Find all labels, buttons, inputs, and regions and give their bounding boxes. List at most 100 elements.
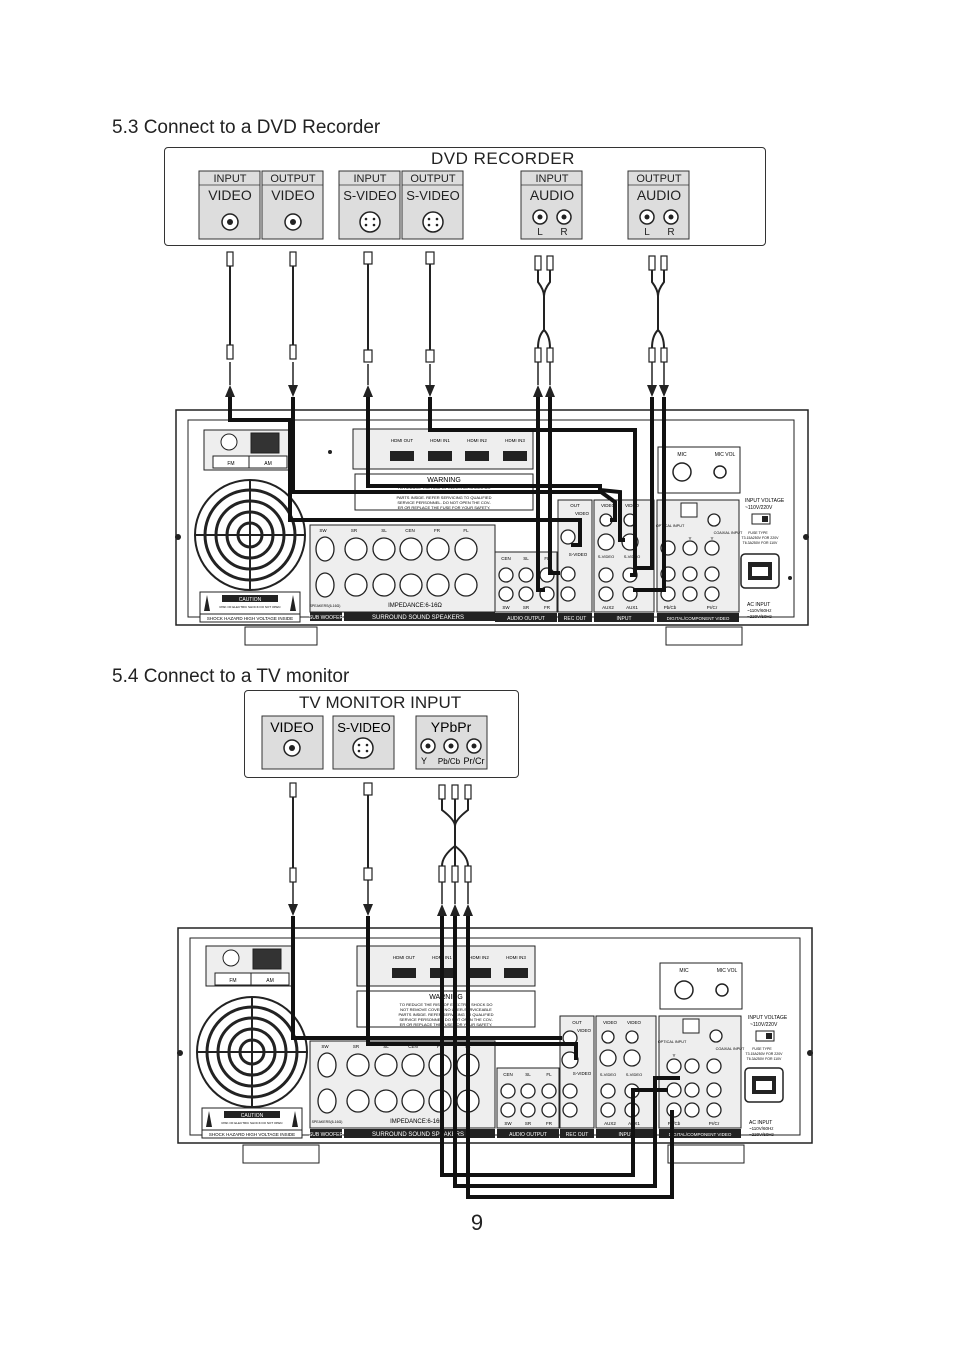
rec-out-out-1: OUT [570, 503, 580, 508]
input-video-b-1: VIDEO [625, 503, 640, 508]
shock-label-1: SHOCK HAZARD HIGH VOLTAGE INSIDE [207, 616, 293, 621]
ao-sr-2: SR [525, 1121, 532, 1126]
fm-label-1: FM [227, 461, 234, 467]
input-video-a-2: VIDEO [603, 1020, 618, 1025]
speakers-impedance-2: SPEAKERS(6-16Ω) [312, 1120, 343, 1124]
dvd-jack-main-3: S-VIDEO [343, 188, 396, 203]
dvd-out-l: L [644, 227, 650, 238]
caution-sub-1: RISK OF ELECTRIC SHOCK DO NOT OPEN [220, 605, 281, 609]
ac-input-label-1: AC INPUT [747, 602, 770, 608]
optical-label-2: OPTICAL INPUT [658, 1040, 687, 1044]
fuse-line-1b: T3.15A250V FOR 220V [742, 536, 780, 540]
ac-220-label-1: ~220V/50Hz [747, 614, 773, 619]
ac-110-label-1: ~110V/60Hz [747, 608, 772, 613]
speaker-sl-2: SL [383, 1044, 389, 1049]
dvd-in-r: R [560, 227, 567, 238]
coaxial-label-1: COAXIAL INPUT [714, 531, 743, 535]
caution-sub-2: RISK OF ELECTRIC SHOCK DO NOT OPEN [222, 1121, 283, 1125]
warning-line-2a: TO REDUCE THE RISK OF ELECTRIC SHOCK DO [400, 1002, 493, 1007]
ao-sl-1: SL [523, 556, 529, 561]
rec-out-video-1: VIDEO [575, 511, 590, 516]
impedance-label-2: IMPEDANCE:6-16Ω [390, 1119, 444, 1125]
ac-input-label-2: AC INPUT [749, 1120, 772, 1126]
tv-y-label: Y [421, 756, 427, 766]
dvd-jack-main-5: AUDIO [530, 187, 574, 203]
caution-label-1: CAUTION [239, 597, 262, 603]
rec-out-label-1: REC OUT [564, 616, 587, 622]
input-video-a-1: VIDEO [601, 503, 616, 508]
rec-out-svideo-2: S-VIDEO [573, 1071, 592, 1076]
input-svideo-b-2: S-VIDEO [626, 1072, 642, 1077]
hdmi-in3-2: HDMI IN3 [506, 955, 526, 960]
dvd-jack-main-2: VIDEO [271, 187, 315, 203]
ao-sw-2: SW [504, 1121, 512, 1126]
hdmi-in2-1: HDMI IN2 [467, 438, 487, 443]
ao-fr-2: FR [546, 1121, 553, 1126]
dvd-recorder-title: DVD RECORDER [431, 149, 575, 168]
ao-sw-1: SW [502, 605, 510, 610]
dvd-out-r: R [667, 227, 674, 238]
speaker-cen-2: CEN [408, 1044, 418, 1049]
voltage-label-1: ~110V/220V [745, 505, 773, 511]
tv-pr-label: Pr/Cr [464, 756, 485, 766]
comp-y-1: Y [688, 536, 691, 541]
sub-woofer-label-1: SUB WOOFER [309, 615, 344, 621]
dvd-in-l: L [537, 227, 543, 238]
tv-connection-diagram: FM AM CAUTION RISK OF ELECTRIC SHOCK DO … [177, 782, 813, 1199]
hdmi-in1-1: HDMI IN1 [430, 438, 450, 443]
ao-sr-1: SR [523, 605, 530, 610]
speaker-fr-1: FR [434, 528, 441, 533]
mic-label-1: MIC [677, 452, 687, 458]
fuse-line-2c: T6.3A250V FOR 110V [747, 1057, 782, 1061]
dvd-connection-diagram: FM AM CAUTION RISK OF ELECTRIC SHOCK DO … [175, 251, 809, 646]
dvd-jack-top-3: INPUT [354, 173, 387, 185]
surround-label-1: SURROUND SOUND SPEAKERS [372, 615, 464, 621]
optical-label-1: OPTICAL INPUT [656, 524, 685, 528]
page-number: 9 [470, 1210, 484, 1235]
warning-line-1d: SERVICE PERSONNEL. DO NOT OPEN THE COV- [397, 500, 491, 505]
ac-110-label-2: ~110V/60Hz [749, 1126, 774, 1131]
speaker-sl-1: SL [381, 528, 387, 533]
caution-label-2: CAUTION [241, 1113, 264, 1119]
speaker-sw-2: SW [321, 1044, 329, 1049]
input-aux1-1: AUX1 [626, 605, 638, 610]
dvd-recorder-jacks: INPUT OUTPUT INPUT OUTPUT INPUT OUTPUT V… [198, 170, 690, 240]
hdmi-out-1: HDMI OUT [391, 438, 413, 443]
input-aux2-1: AUX2 [602, 605, 614, 610]
input-voltage-label-2: INPUT VOLTAGE [748, 1015, 788, 1021]
tv-svideo-label: S-VIDEO [337, 720, 390, 735]
input-label-2: INPUT [619, 1132, 634, 1138]
voltage-label-2: ~110V/220V [750, 1022, 778, 1028]
impedance-label-1: IMPEDANCE:6-16Ω [388, 603, 442, 609]
tv-pb-label: Pb/Cb [438, 757, 461, 766]
warning-line-2b: NOT REMOVE COVER. NO USER-SERVICEABLE [400, 1007, 492, 1012]
fm-label-2: FM [229, 978, 236, 984]
mic-vol-label-2: MIC VOL [717, 968, 738, 974]
warning-label-1: WARNING [427, 477, 461, 484]
warning-line-2c: PARTS INSIDE. REFER SERVICING TO QUALIFI… [399, 1012, 494, 1017]
rec-out-svideo-1: S-VIDEO [569, 552, 588, 557]
dvd-jack-top-4: OUTPUT [410, 173, 456, 185]
audio-output-label-1: AUDIO OUTPUT [507, 616, 545, 622]
input-label-1: INPUT [617, 616, 632, 622]
ao-cen-2: CEN [503, 1072, 513, 1077]
comp-pr-1: Pr/Cr [707, 605, 718, 610]
speakers-impedance-1: SPEAKERS(6-16Ω) [310, 604, 341, 608]
shock-label-2: SHOCK HAZARD HIGH VOLTAGE INSIDE [209, 1132, 295, 1137]
rec-out-label-2: REC OUT [566, 1132, 589, 1138]
mic-label-2: MIC [679, 968, 689, 974]
tv-monitor-title: TV MONITOR INPUT [299, 693, 462, 712]
hdmi-in3-1: HDMI IN3 [505, 438, 525, 443]
fuse-line-2a: FUSE TYPE [752, 1047, 772, 1051]
fuse-line-1a: FUSE TYPE [748, 531, 768, 535]
audio-output-label-2: AUDIO OUTPUT [509, 1132, 547, 1138]
speaker-sr-1: SR [351, 528, 358, 533]
tv-video-label: VIDEO [270, 719, 314, 735]
ao-cen-1: CEN [501, 556, 511, 561]
comp-y-2: Y [672, 1053, 675, 1058]
dvd-jack-top-6: OUTPUT [636, 173, 682, 185]
warning-line-1e: ER OR REPLACE THE FUSE FOR YOUR SAFETY. [398, 505, 491, 510]
comp-pr-2: Pr/Cr [709, 1121, 720, 1126]
fuse-line-2b: T3.15A250V FOR 220V [746, 1052, 784, 1056]
surround-label-2: SURROUND SOUND SPEAKERS [372, 1132, 464, 1138]
